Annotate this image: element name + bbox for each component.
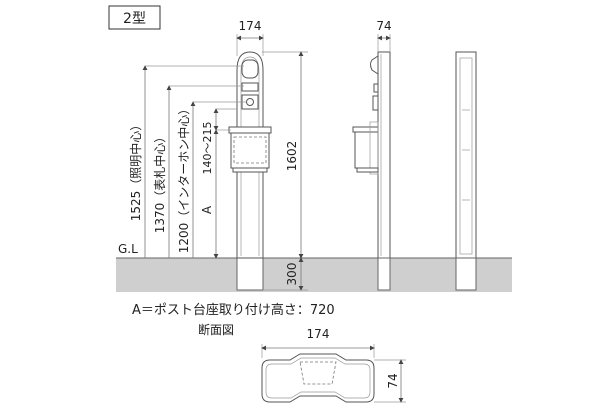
side-lamp: [370, 55, 379, 75]
section-view: 断面図 174 74: [198, 322, 406, 403]
title-box: 2型: [108, 5, 161, 30]
intercom-center-label: 1200（インターホン中心）: [176, 103, 191, 254]
back-post-inner: [459, 57, 473, 255]
section-label: 断面図: [198, 322, 234, 337]
side-intercom: [372, 95, 379, 111]
side-mailbox-bracket: [369, 121, 379, 175]
mount-height-note: A＝ポスト台座取り付け高さ：720: [132, 302, 335, 318]
mailbox-dashed: [233, 136, 267, 164]
side-depth-label: 74: [376, 19, 391, 33]
nameplate-center-label: 1370（表札中心）: [152, 131, 167, 234]
front-post-underground: [236, 257, 264, 291]
side-view: 74: [352, 19, 392, 291]
a-label: A: [200, 205, 214, 214]
front-width-label: 174: [239, 19, 262, 33]
title-frame: [108, 5, 161, 30]
gl-label: G.L: [118, 242, 138, 256]
back-post-body: [455, 51, 477, 259]
side-post-underground: [377, 257, 391, 291]
section-outline: [261, 353, 375, 403]
height-label: 1602: [285, 141, 299, 172]
title-label: 2型: [123, 11, 146, 27]
section-inner: [265, 357, 371, 399]
below-ground-label: 300: [285, 263, 299, 286]
front-post-inner: [240, 56, 260, 256]
mailbox-top: [228, 126, 272, 134]
intercom-button: [246, 98, 254, 106]
ground-band: [116, 258, 512, 292]
front-view: 174 1602 300 1525（照明中心） 1370（表札中心） 1200（…: [128, 19, 308, 291]
side-mailbox: [354, 129, 379, 169]
side-nameplate: [373, 83, 379, 93]
section-depth-label: 74: [386, 373, 400, 388]
side-mailbox-base: [356, 167, 379, 173]
back-view: [455, 51, 477, 291]
light-center-label: 1525（照明中心）: [128, 119, 143, 222]
side-mailbox-top: [352, 126, 379, 133]
back-post-underground: [455, 257, 477, 291]
section-width-label: 174: [307, 327, 330, 341]
light-window: [241, 59, 259, 79]
mailbox-base: [232, 167, 268, 173]
side-post-body: [377, 51, 391, 259]
intercom-range-label: 140～215: [201, 122, 214, 175]
nameplate: [241, 82, 259, 92]
mailbox-body: [230, 129, 270, 169]
